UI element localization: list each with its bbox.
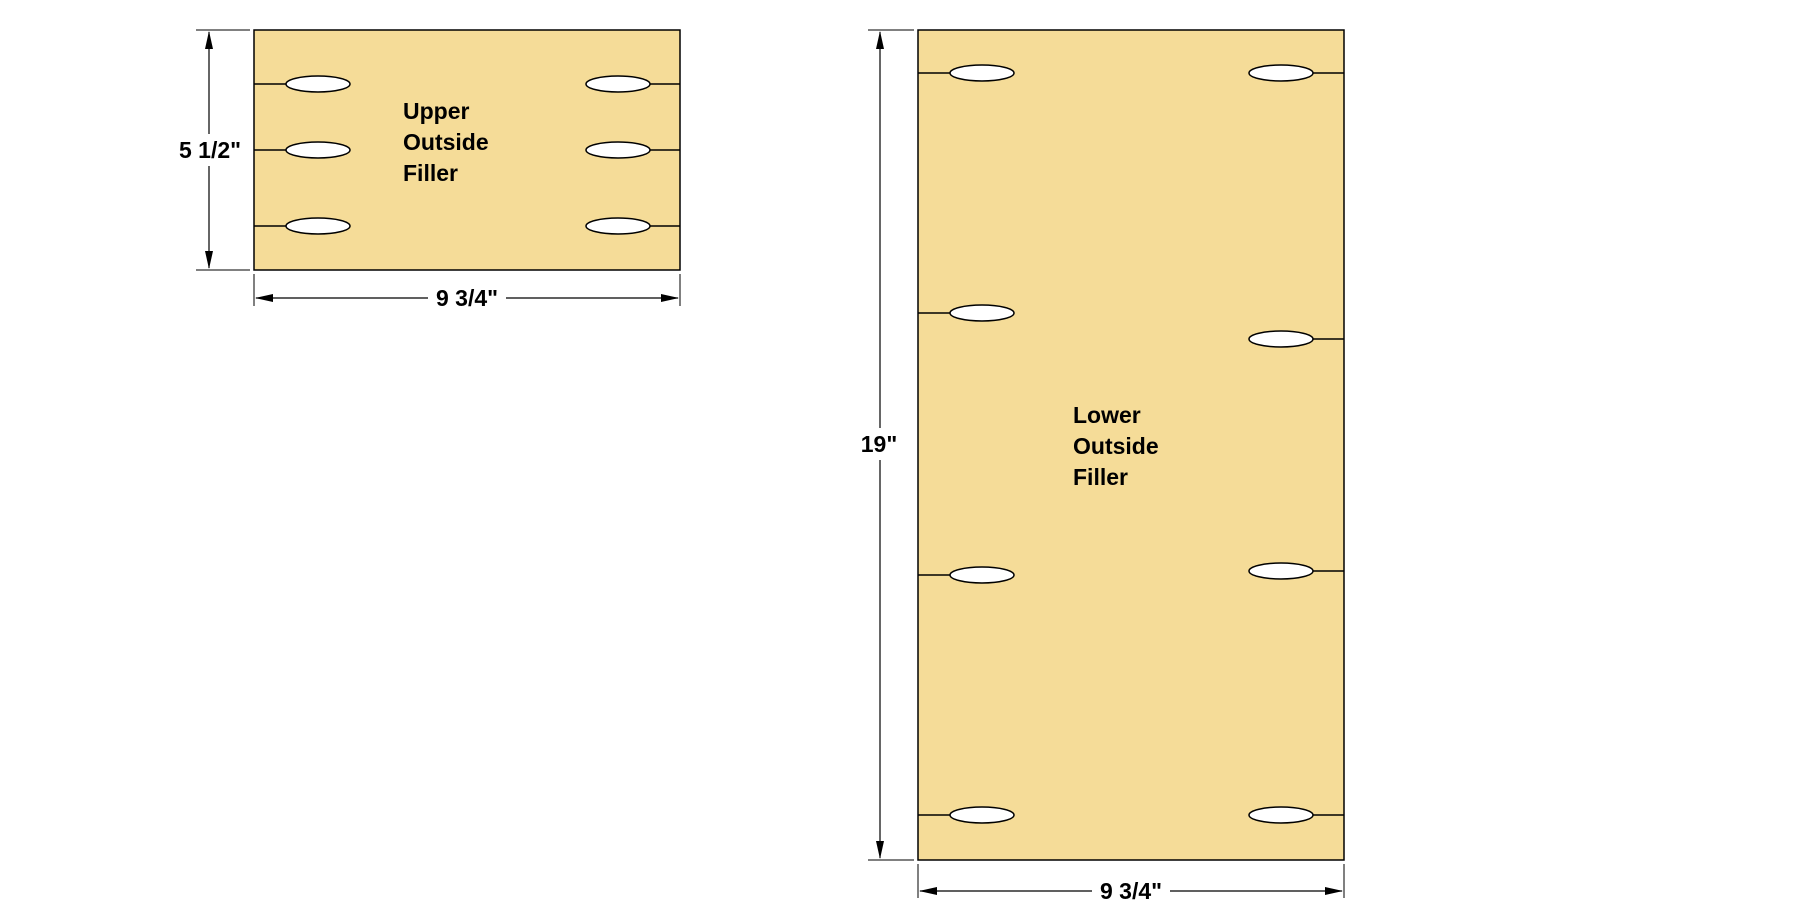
lower-filler-label: Lower Outside Filler — [1073, 402, 1165, 490]
upper-pocket-hole-right-2 — [585, 141, 680, 159]
lower-height-dimension: 19" — [852, 29, 914, 861]
lower-pocket-hole-right-4 — [1248, 806, 1344, 824]
lower-pocket-hole-left-4 — [918, 806, 1015, 824]
lower-filler-label-line-2: Outside — [1073, 433, 1159, 459]
upper-pocket-hole-right-3 — [585, 217, 680, 235]
lower-pocket-hole-left-2 — [918, 304, 1015, 322]
lower-filler-part: Lower Outside Filler 19" 9 3/4" — [852, 29, 1345, 904]
upper-filler-label-line-1: Upper — [403, 98, 470, 124]
upper-pocket-hole-left-3 — [254, 217, 351, 235]
upper-pocket-hole-left-2 — [254, 141, 351, 159]
lower-filler-label-line-1: Lower — [1073, 402, 1141, 428]
upper-filler-label-line-2: Outside — [403, 129, 489, 155]
lower-pocket-hole-right-2 — [1248, 330, 1344, 348]
upper-filler-label-line-3: Filler — [403, 160, 458, 186]
lower-width-dimension-text: 9 3/4" — [1100, 878, 1162, 904]
lower-width-dimension: 9 3/4" — [917, 864, 1345, 904]
upper-filler-part: Upper Outside Filler 5 1/2" 9 3/4" — [170, 29, 681, 311]
lower-pocket-hole-left-1 — [918, 64, 1015, 82]
upper-width-dimension: 9 3/4" — [253, 274, 681, 311]
upper-pocket-hole-right-1 — [585, 75, 680, 93]
lower-filler-board — [917, 29, 1345, 861]
lower-pocket-hole-right-3 — [1248, 562, 1344, 580]
upper-filler-label: Upper Outside Filler — [403, 98, 495, 186]
lower-filler-label-line-3: Filler — [1073, 464, 1128, 490]
upper-height-dimension-text: 5 1/2" — [179, 137, 241, 163]
upper-width-dimension-text: 9 3/4" — [436, 285, 498, 311]
lower-pocket-hole-right-1 — [1248, 64, 1344, 82]
lower-height-dimension-text: 19" — [861, 431, 898, 457]
upper-height-dimension: 5 1/2" — [170, 29, 250, 271]
upper-pocket-hole-left-1 — [254, 75, 351, 93]
lower-pocket-hole-left-3 — [918, 566, 1015, 584]
